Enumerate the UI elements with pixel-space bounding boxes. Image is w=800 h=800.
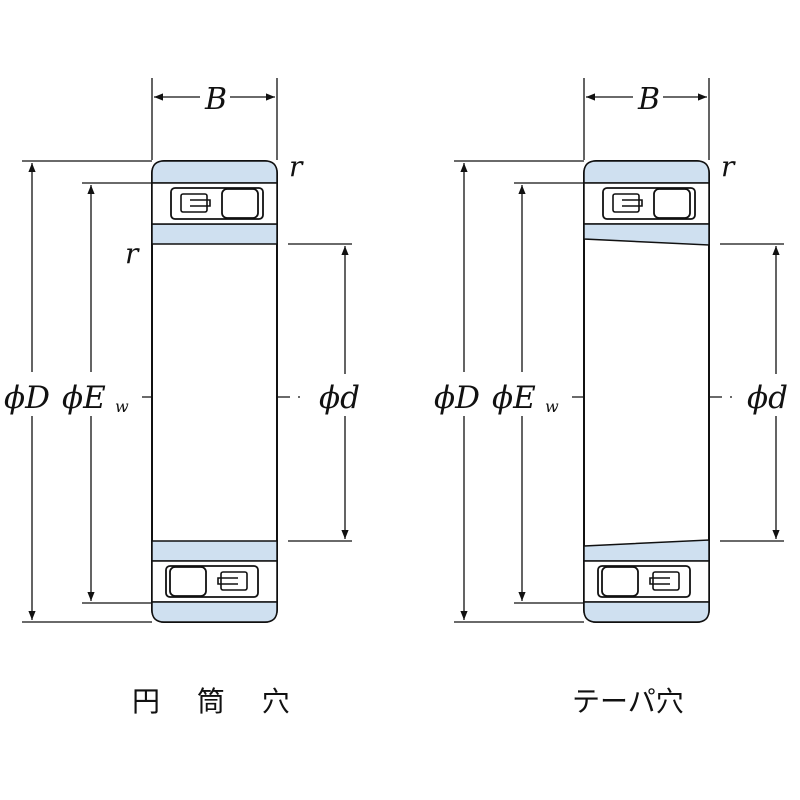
inner-ring-bottom (151, 540, 278, 562)
roller-diameter-subscript: w (115, 397, 129, 416)
width-label: B (204, 82, 227, 117)
bore-diameter-label: ϕd (319, 380, 360, 416)
roller-top (653, 188, 691, 219)
outer-ring-top (151, 160, 278, 184)
chamfer-label: r (125, 237, 140, 270)
outer-ring-top (583, 160, 710, 184)
figure-cylindrical: B r r (2, 78, 372, 623)
chamfer-label: r (721, 150, 736, 183)
chamfer-label: r (289, 150, 304, 183)
outer-ring-bottom (151, 601, 278, 623)
inner-ring-top (583, 223, 710, 246)
width-label: B (637, 82, 660, 117)
inner-ring-top (151, 223, 278, 245)
roller-diameter-label: ϕE (492, 380, 536, 416)
bore-diameter-label: ϕd (747, 380, 788, 416)
caption-tapered-bore: テーパ穴 (572, 685, 684, 718)
outer-diameter-label: ϕD (434, 380, 480, 416)
roller-bottom (601, 566, 639, 597)
roller-top (221, 188, 259, 219)
roller-bottom (169, 566, 207, 597)
roller-diameter-subscript: w (545, 397, 559, 416)
roller-diameter-label: ϕE (62, 380, 106, 416)
outer-ring-bottom (583, 601, 710, 623)
outer-diameter-label: ϕD (4, 380, 50, 416)
caption-cylindrical-bore: 円 筒 穴 (132, 685, 304, 718)
figure-tapered: B r ϕD ϕE w ϕd (432, 78, 800, 623)
